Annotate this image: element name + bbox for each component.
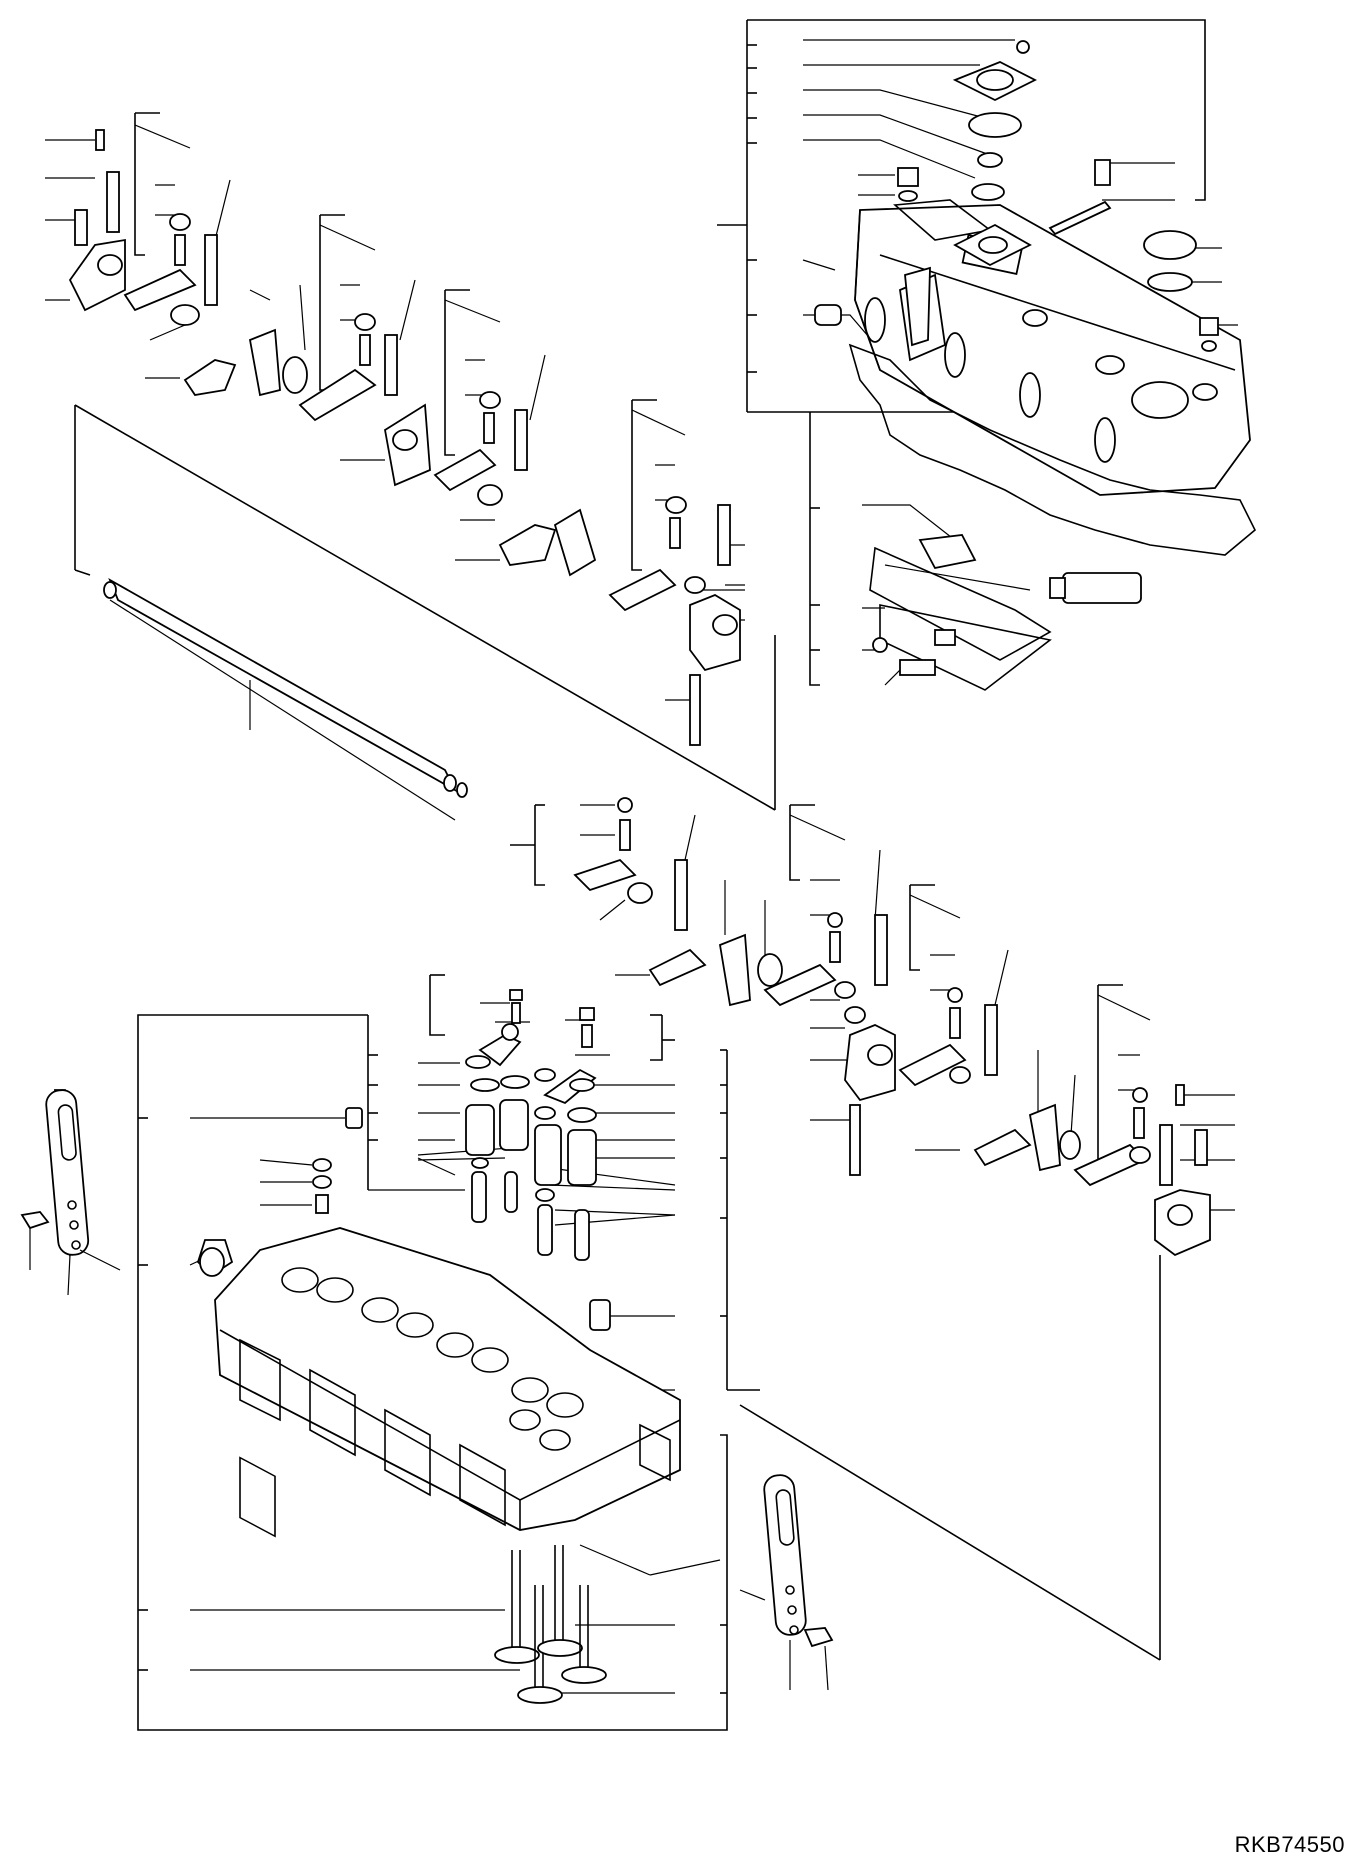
drawing-code: RKB74550 <box>1234 1832 1345 1857</box>
rocker-arm-group-7 <box>898 884 1081 1172</box>
rocker-arm-group-8 <box>739 984 1235 1661</box>
rocker-arm-group-4 <box>608 399 745 746</box>
engine-hanger-right <box>739 1474 834 1691</box>
rocker-shaft <box>74 404 776 821</box>
head-cover-callout-frame <box>717 19 1206 686</box>
cover-small-parts <box>814 40 1219 352</box>
head-cover-leader-lines <box>802 39 1238 686</box>
rocker-arm-group-6 <box>763 804 896 1176</box>
rocker-arm-group-3 <box>433 289 597 577</box>
rocker-arm-group-1 <box>45 112 281 397</box>
engine-hanger-left <box>20 1089 121 1296</box>
cover-kit-parts <box>869 534 1142 691</box>
cylinder-head-callout-frame <box>137 1014 760 1731</box>
rocker-arm-group-5 <box>510 797 783 1007</box>
head-cover-gasket <box>848 343 1256 556</box>
valves <box>494 1544 721 1704</box>
cylinder-head-block <box>199 1227 681 1538</box>
rocker-arm-group-2 <box>249 214 431 487</box>
